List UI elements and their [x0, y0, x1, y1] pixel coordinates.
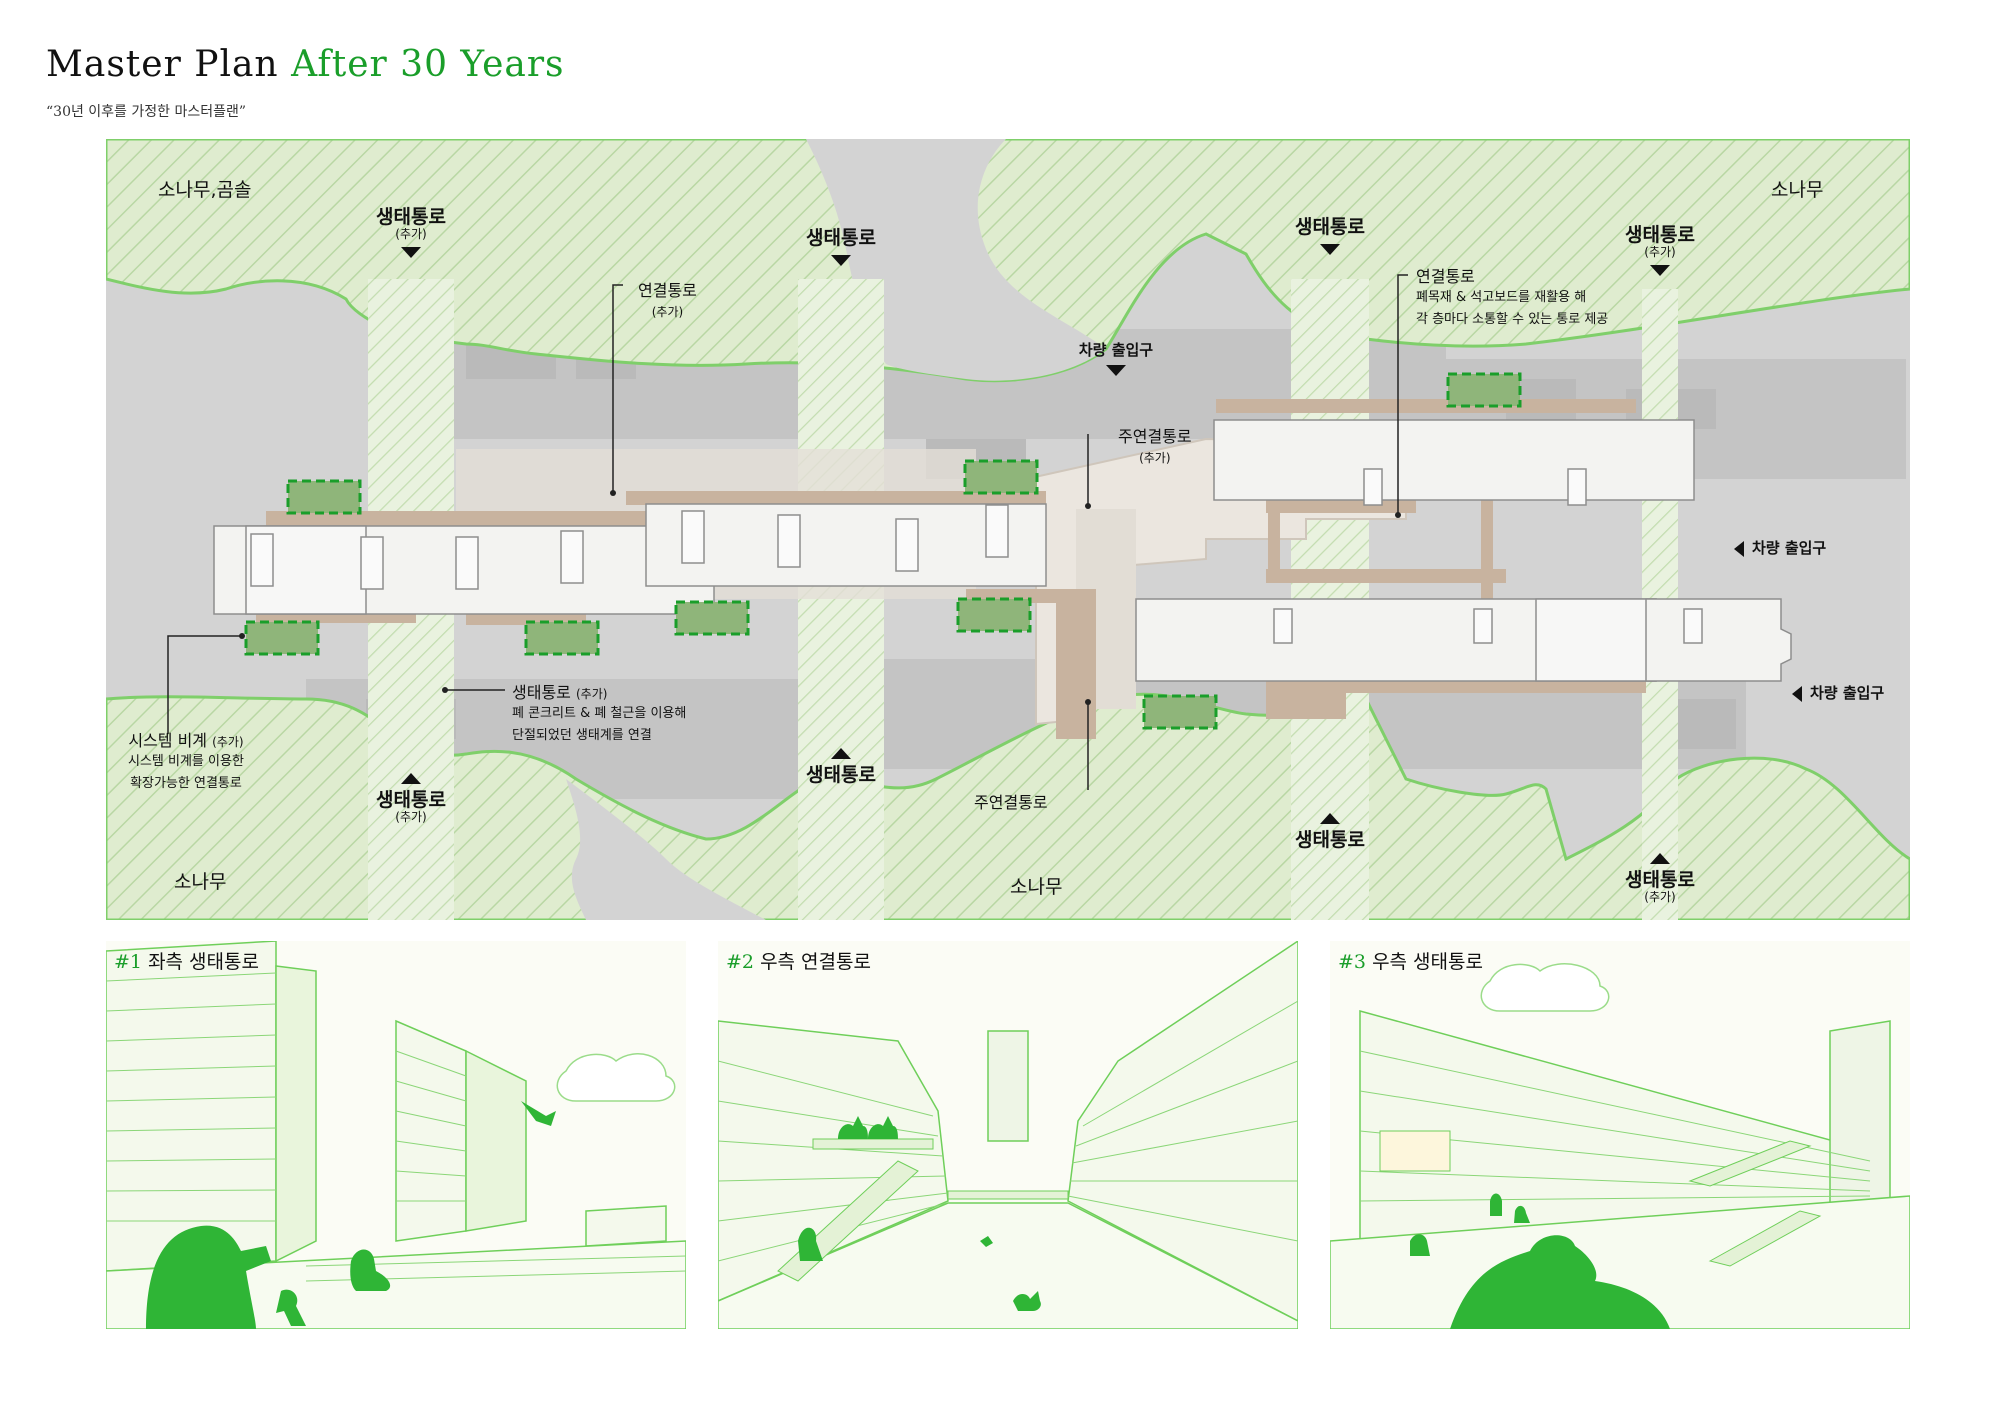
arrow-down-icon	[831, 254, 851, 266]
corridor-label-2-top: 생태통로	[799, 228, 883, 266]
perspective-panel-1: #1 좌측 생태통로	[106, 941, 686, 1329]
corridor-label-1-top: 생태통로(추가)	[369, 207, 453, 259]
note-main-link-top: 주연결통로(추가)	[1118, 427, 1192, 465]
arrow-left-icon	[1734, 540, 1744, 557]
arrow-down-icon	[1650, 265, 1670, 277]
corridor-label-4-top: 생태통로(추가)	[1618, 225, 1702, 277]
note-main-link-bottom: 주연결통로	[974, 793, 1048, 812]
corridor-label-4-bottom: 생태통로(추가)	[1618, 853, 1702, 904]
arrow-up-icon	[1320, 813, 1340, 824]
panel-2-title: #2 우측 연결통로	[726, 951, 871, 973]
note-link-corridor-1: 연결통로(추가)	[638, 281, 697, 319]
perspective-panel-2: #2 우측 연결통로	[718, 941, 1298, 1329]
corridor-label-1-bottom: 생태통로(추가)	[369, 773, 453, 824]
stair-cores	[250, 468, 1703, 644]
building-c	[1213, 419, 1695, 501]
page-title: Master Plan After 30 Years	[46, 44, 565, 85]
page-subtitle: “30년 이후를 가정한 마스터플랜”	[46, 104, 247, 120]
site-plan-drawing	[106, 139, 1910, 920]
arrow-left-icon	[1792, 685, 1802, 702]
title-main: Master Plan	[46, 44, 279, 85]
leader-lines	[167, 274, 1408, 790]
arrow-up-icon	[1650, 853, 1670, 864]
left-eco-corridor-perspective	[106, 941, 686, 1329]
corridor-label-3-top: 생태통로	[1288, 217, 1372, 255]
right-link-corridor-perspective	[718, 941, 1298, 1329]
arrow-up-icon	[831, 748, 851, 759]
building-b	[645, 503, 1047, 587]
arrow-down-icon	[401, 247, 421, 259]
corridor-label-3-bottom: 생태통로	[1288, 813, 1372, 851]
vehicle-entrance-top: 차량 출입구	[1066, 342, 1166, 376]
panel-1-title: #1 좌측 생태통로	[114, 951, 259, 973]
vehicle-entrance-east-1: 차량 출입구	[1734, 537, 1826, 558]
perspective-panel-3: #3 우측 생태통로	[1330, 941, 1910, 1329]
eco-corridor-2	[798, 279, 884, 920]
panel-3-title: #3 우측 생태통로	[1338, 951, 1483, 973]
area-label-nw: 소나무,곰솔	[158, 179, 252, 201]
right-eco-corridor-perspective	[1330, 963, 1910, 1329]
arrow-down-icon	[1320, 243, 1340, 255]
area-label-sw: 소나무	[174, 871, 227, 893]
system-scaffolds	[244, 372, 1522, 730]
area-label-s: 소나무	[1010, 876, 1063, 898]
corridor-label-2-bottom: 생태통로	[799, 748, 883, 786]
master-plan-map: 소나무,곰솔 소나무 소나무 소나무 생태통로(추가) 생태통로 생태통로 생태…	[106, 139, 1910, 920]
arrow-down-icon	[1106, 364, 1126, 376]
title-accent: After 30 Years	[291, 44, 565, 85]
arrow-up-icon	[401, 773, 421, 784]
area-label-ne: 소나무	[1771, 179, 1824, 201]
vehicle-entrance-east-2: 차량 출입구	[1792, 682, 1884, 703]
